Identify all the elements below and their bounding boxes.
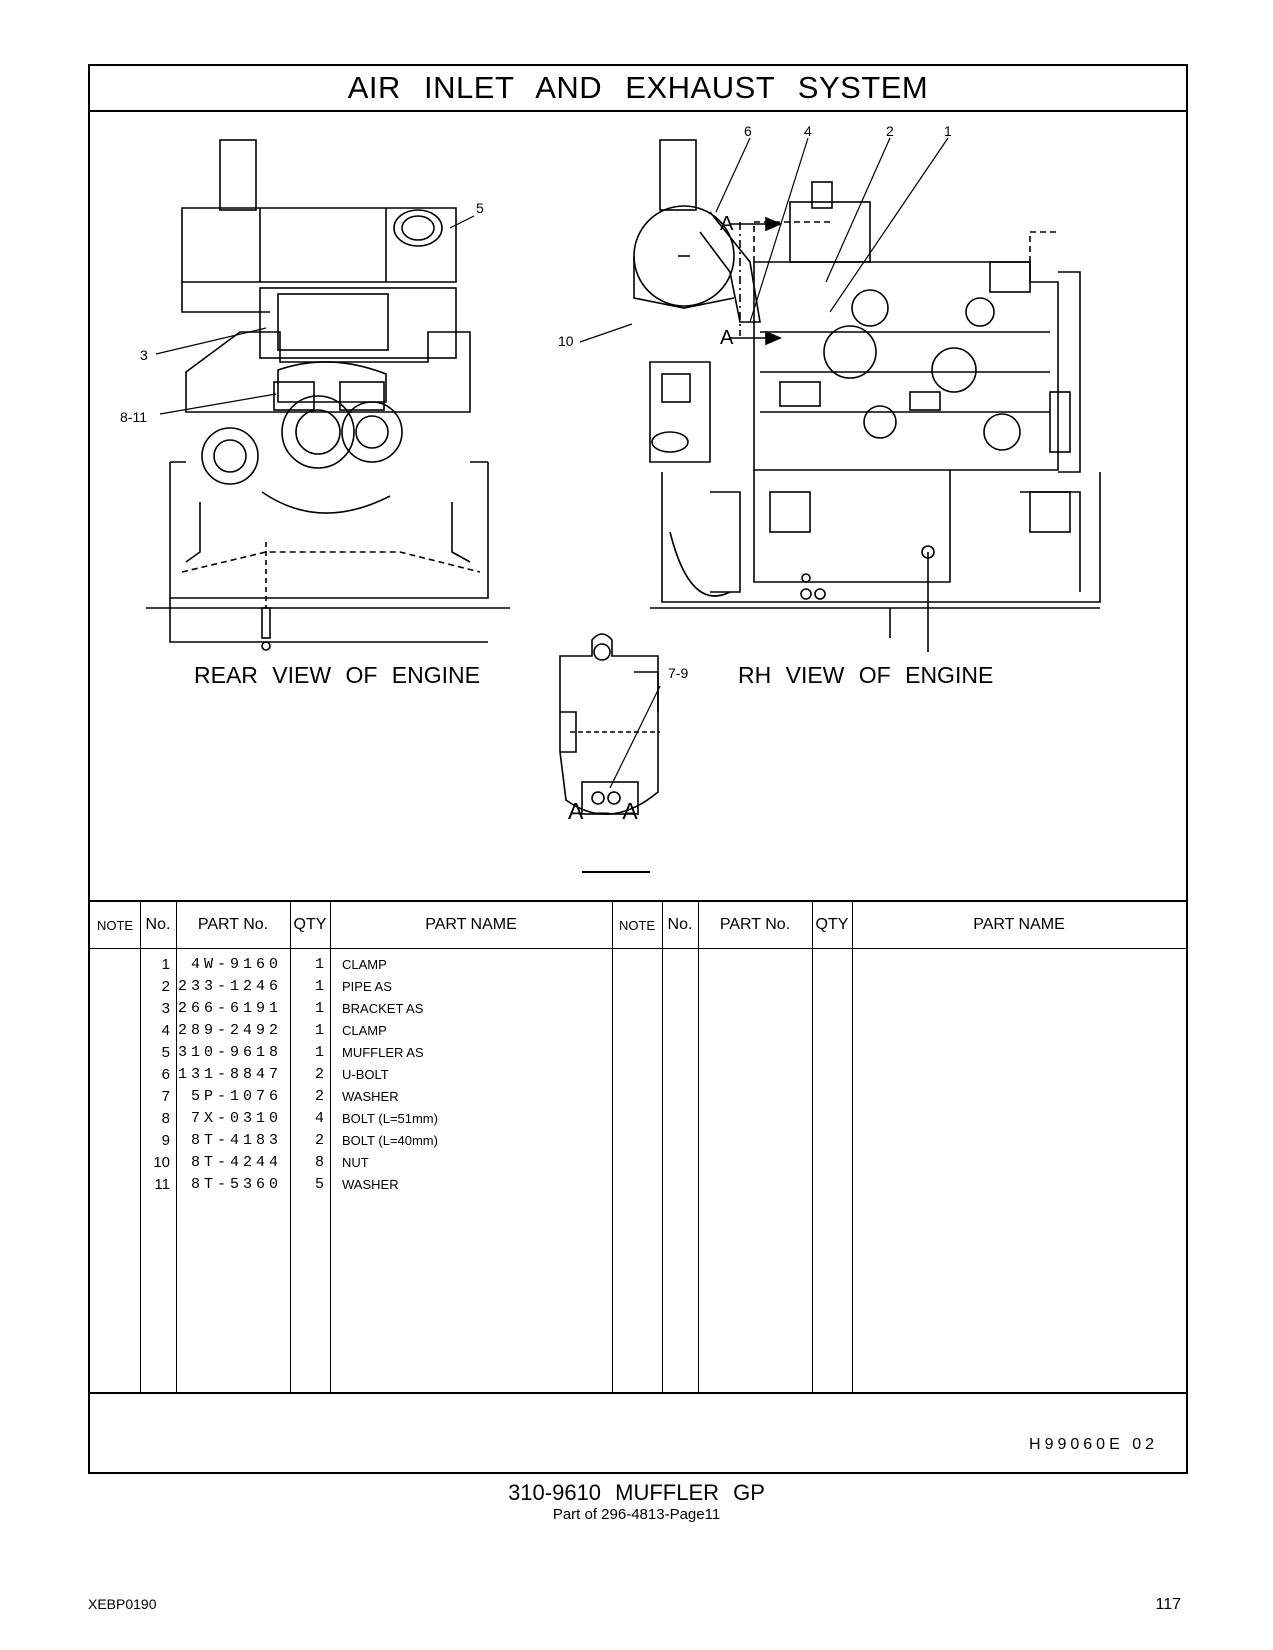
cell-qty: 1 bbox=[314, 956, 324, 973]
header-qty-2: QTY bbox=[815, 916, 849, 933]
publication-id: XEBP0190 bbox=[88, 1596, 157, 1612]
cell-qty: 5 bbox=[314, 1176, 324, 1193]
cell-no: 7 bbox=[161, 1088, 170, 1105]
col-divider bbox=[698, 902, 699, 1392]
parts-table: NOTE No. PART No. QTY PART NAME NOTE No.… bbox=[90, 900, 1186, 1392]
cell-name: CLAMP bbox=[342, 957, 387, 972]
cell-qty: 1 bbox=[314, 1044, 324, 1061]
section-view-label: A – A bbox=[568, 798, 638, 824]
col-divider bbox=[852, 902, 853, 1392]
col-divider bbox=[812, 902, 813, 1392]
header-part-no: PART No. bbox=[197, 916, 269, 933]
cell-no: 1 bbox=[161, 956, 170, 973]
section-marker-a-bottom: A bbox=[720, 327, 734, 349]
cell-name: BOLT (L=51mm) bbox=[342, 1111, 438, 1126]
callout-1: 1 bbox=[944, 123, 952, 139]
cell-name: U-BOLT bbox=[342, 1067, 389, 1082]
cell-part: 5P-1076 bbox=[190, 1088, 282, 1105]
callout-4: 4 bbox=[804, 123, 812, 139]
callout-3: 3 bbox=[140, 347, 148, 363]
section-marker-a-top: A bbox=[720, 213, 734, 235]
rh-view-label: RH VIEW OF ENGINE bbox=[738, 662, 994, 688]
cell-name: CLAMP bbox=[342, 1023, 387, 1038]
header-note-2: NOTE bbox=[618, 917, 656, 933]
header-part-no-2: PART No. bbox=[719, 916, 791, 933]
callout-leaders bbox=[155, 137, 949, 789]
col-divider bbox=[176, 902, 177, 1392]
cell-no: 8 bbox=[161, 1110, 170, 1127]
cell-no: 9 bbox=[161, 1132, 170, 1149]
cell-name: MUFFLER AS bbox=[342, 1045, 424, 1060]
cell-name: BOLT (L=40mm) bbox=[342, 1133, 438, 1148]
cell-part: 8T-4183 bbox=[190, 1132, 282, 1149]
callout-5: 5 bbox=[476, 200, 484, 216]
cell-part: 289-2492 bbox=[177, 1022, 282, 1039]
header-part-name-2: PART NAME bbox=[973, 916, 1065, 933]
cell-qty: 2 bbox=[314, 1066, 324, 1083]
cell-name: WASHER bbox=[342, 1177, 399, 1192]
cell-part: 266-6191 bbox=[177, 1000, 282, 1017]
col-divider bbox=[330, 902, 331, 1392]
cell-name: WASHER bbox=[342, 1089, 399, 1104]
group-title: 310-9610 MUFFLER GP bbox=[508, 1480, 765, 1505]
header-divider bbox=[90, 948, 1186, 949]
callout-7-9: 7-9 bbox=[668, 665, 688, 681]
cell-no: 2 bbox=[161, 978, 170, 995]
cell-qty: 2 bbox=[314, 1088, 324, 1105]
page-number: 117 bbox=[1155, 1596, 1181, 1613]
cell-name: NUT bbox=[342, 1155, 369, 1170]
cell-qty: 2 bbox=[314, 1132, 324, 1149]
callout-8-11: 8-11 bbox=[120, 409, 147, 425]
cell-qty: 1 bbox=[314, 978, 324, 995]
cell-no: 11 bbox=[154, 1176, 170, 1193]
header-note: NOTE bbox=[96, 917, 134, 933]
cell-part: 310-9618 bbox=[177, 1044, 282, 1061]
callout-6: 6 bbox=[744, 123, 752, 139]
cell-no: 3 bbox=[161, 1000, 170, 1017]
rear-view-drawing bbox=[146, 139, 510, 651]
cell-no: 4 bbox=[161, 1022, 170, 1039]
cell-part: 4W-9160 bbox=[190, 956, 282, 973]
rear-view-label: REAR VIEW OF ENGINE bbox=[194, 662, 480, 688]
cell-no: 5 bbox=[161, 1044, 170, 1061]
drawing-code: H99060E 02 bbox=[1029, 1436, 1158, 1453]
cell-part: 131-8847 bbox=[177, 1066, 282, 1083]
cell-no: 6 bbox=[161, 1066, 170, 1083]
rh-view-drawing bbox=[633, 139, 1101, 652]
callout-2: 2 bbox=[886, 123, 894, 139]
header-no-2: No. bbox=[667, 916, 693, 933]
cell-part: 8T-5360 bbox=[190, 1176, 282, 1193]
header-part-name: PART NAME bbox=[425, 916, 517, 933]
footer-divider bbox=[90, 1392, 1186, 1394]
section-a-a-drawing bbox=[559, 633, 660, 873]
cell-part: 7X-0310 bbox=[190, 1110, 282, 1127]
cell-name: BRACKET AS bbox=[342, 1001, 424, 1016]
cell-part: 233-1246 bbox=[177, 978, 282, 995]
cell-no: 10 bbox=[153, 1154, 170, 1171]
header-no: No. bbox=[145, 916, 171, 933]
col-divider bbox=[612, 902, 613, 1392]
cell-qty: 8 bbox=[314, 1154, 324, 1171]
cell-qty: 1 bbox=[314, 1022, 324, 1039]
col-divider bbox=[662, 902, 663, 1392]
cell-qty: 4 bbox=[314, 1110, 324, 1127]
page-title: AIR INLET AND EXHAUST SYSTEM bbox=[90, 66, 1186, 112]
header-qty: QTY bbox=[293, 916, 327, 933]
col-divider bbox=[140, 902, 141, 1392]
group-subtitle: Part of 296-4813-Page11 bbox=[552, 1506, 721, 1523]
col-divider bbox=[290, 902, 291, 1392]
cell-qty: 1 bbox=[314, 1000, 324, 1017]
engine-illustration: 5 3 8-11 10 6 4 2 1 7-9 A A bbox=[120, 123, 1101, 873]
cell-part: 8T-4244 bbox=[190, 1154, 282, 1171]
callout-10: 10 bbox=[558, 333, 574, 349]
cell-name: PIPE AS bbox=[342, 979, 392, 994]
parts-sheet: AIR INLET AND EXHAUST SYSTEM bbox=[88, 64, 1188, 1474]
